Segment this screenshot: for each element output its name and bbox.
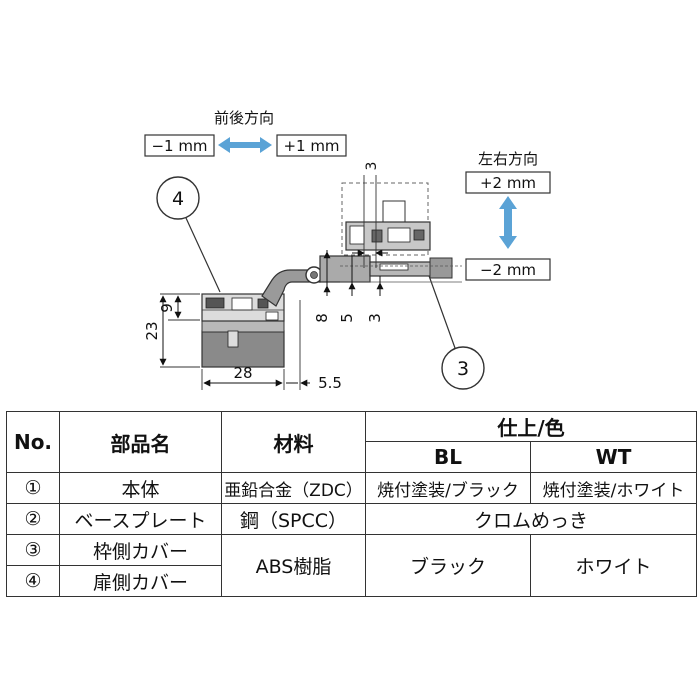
front-back-minus-label: −1 mm [151,137,207,155]
merged-bl: ブラック [365,534,531,597]
svg-text:8: 8 [313,313,331,323]
svg-text:23: 23 [143,321,161,340]
row-finish: クロムめっき [365,503,697,535]
front-back-minus-box [144,134,215,157]
row-no: ① [6,472,60,504]
callout-4-label: 4 [172,188,184,210]
row-part: 枠側カバー [59,534,222,566]
dimension-9: 9 [158,293,200,321]
header-part: 部品名 [59,411,222,473]
header-finish: 仕上/色 [365,411,697,442]
merged-material: ABS樹脂 [221,534,366,597]
row-bl: 焼付塗装/ブラック [365,472,531,504]
hinge-diagram: 前後方向 −1 mm +1 mm 左右方向 +2 mm −2 mm 4 3 [143,109,551,392]
table-row: ③ 枠側カバー ABS樹脂 ブラック ホワイト [6,534,697,597]
table-row: ② ベースプレート 鋼（SPCC） クロムめっき [6,503,697,535]
dimension-5: 5 [338,256,356,323]
svg-text:9: 9 [158,303,176,313]
dimension-28: 28 [201,364,285,390]
front-back-plus-box [276,134,347,157]
left-right-title: 左右方向 [478,150,538,168]
dimension-3-bottom: 3 [366,276,384,323]
row-part: 扉側カバー [59,565,222,597]
dimension-top-3: 3 [352,162,388,268]
table-row: ① 本体 亜鉛合金（ZDC） 焼付塗装/ブラック 焼付塗装/ホワイト [6,472,697,504]
row-no: ② [6,503,60,535]
row-part: ベースプレート [59,503,222,535]
front-back-arrow-icon [218,137,272,153]
left-right-plus-label: +2 mm [480,174,536,192]
callout-3-label: 3 [457,358,469,380]
svg-text:5.5: 5.5 [318,374,342,392]
row-no: ④ [6,565,60,597]
front-back-plus-label: +1 mm [283,137,339,155]
merged-wt: ホワイト [530,534,697,597]
front-back-title: 前後方向 [214,109,274,127]
header-bl: BL [365,441,531,473]
frame-side-part [319,182,462,283]
left-right-plus-box [465,171,551,194]
svg-text:28: 28 [233,364,252,382]
callout-3-circle [441,346,485,390]
spec-table: No. 部品名 材料 仕上/色 BL WT ① 本体 亜鉛合金（ZDC） 焼付塗… [6,411,697,597]
svg-text:3: 3 [364,162,380,171]
door-side-part [201,293,285,368]
left-right-minus-box [465,258,551,281]
svg-text:5: 5 [338,313,356,323]
left-right-minus-label: −2 mm [480,261,536,279]
row-material: 亜鉛合金（ZDC） [221,472,366,504]
svg-text:3: 3 [366,313,384,323]
row-no: ③ [6,534,60,566]
callout-4-leader [185,217,221,293]
hinge-arm [261,266,323,307]
row-part: 本体 [59,472,222,504]
dimension-23: 23 [143,295,200,368]
row-wt: 焼付塗装/ホワイト [530,472,697,504]
header-material: 材料 [221,411,366,473]
callout-4-circle [156,176,200,220]
dimension-5-5: 5.5 [286,300,342,392]
table-row: ④ 扉側カバー [6,565,697,597]
dimension-8: 8 [313,250,331,323]
row-material: 鋼（SPCC） [221,503,366,535]
header-no: No. [6,411,60,473]
left-right-arrow-icon [499,196,517,249]
header-wt: WT [530,441,697,473]
callout-3-leader [427,272,456,349]
